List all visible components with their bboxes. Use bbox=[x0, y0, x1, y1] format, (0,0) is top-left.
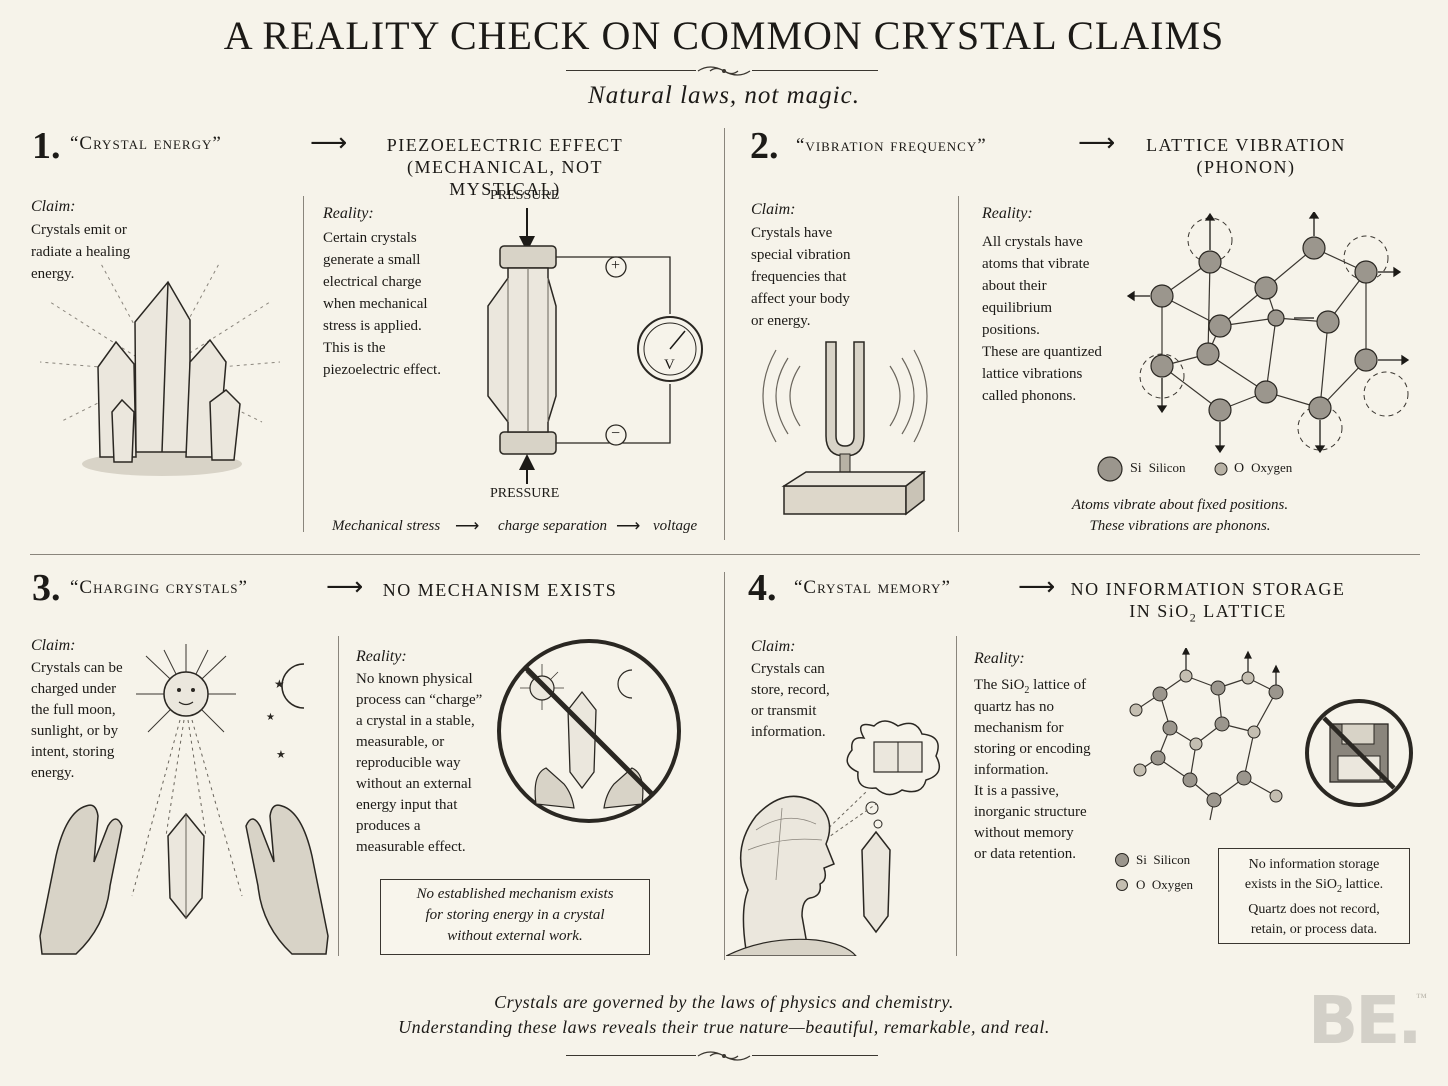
s1-arrow-icon: ⟶ bbox=[310, 128, 348, 158]
s2-inner-divider bbox=[958, 196, 959, 532]
s4-reality-title: NO INFORMATION STORAGE IN SiO2 LATTICE bbox=[1068, 578, 1348, 629]
s3-inner-divider bbox=[338, 636, 339, 956]
title-divider-left bbox=[566, 70, 696, 71]
s1-flow-voltage: voltage bbox=[653, 518, 698, 534]
brand-logo: BE. bbox=[1308, 982, 1422, 1059]
s1-inner-divider bbox=[303, 196, 304, 532]
s2-silicon-legend-icon bbox=[1097, 456, 1123, 482]
s2-claim-title: “vibration frequency” bbox=[796, 135, 987, 156]
s4-reality-label: Reality: bbox=[974, 650, 1025, 667]
lattice-vibration-diagram bbox=[1126, 212, 1410, 454]
sio2-lattice-diagram bbox=[1129, 648, 1284, 821]
svg-text:★: ★ bbox=[274, 677, 285, 691]
s4-claim-text: Crystals can store, record, or transmit … bbox=[751, 661, 830, 740]
s1-flow-stress: Mechanical stress bbox=[332, 518, 441, 534]
s1-pressure-bottom: PRESSURE bbox=[490, 486, 560, 501]
footer-divider-right bbox=[752, 1055, 878, 1056]
s3-reality-text: No known physical process can “charge” a… bbox=[356, 671, 483, 855]
footer-line-1: Crystals are governed by the laws of phy… bbox=[494, 992, 954, 1012]
s4-silicon-legend-icon bbox=[1115, 853, 1129, 867]
s1-reality-text: Certain crystals generate a small electr… bbox=[323, 230, 441, 378]
tuning-fork-icon bbox=[762, 341, 928, 516]
s1-plus-sign: + bbox=[611, 257, 621, 274]
brand-logo-tm: ™ bbox=[1416, 992, 1427, 1004]
s1-claim-text: Crystals emit or radiate a healing energ… bbox=[31, 222, 131, 282]
s2-claim-label: Claim: bbox=[751, 201, 796, 218]
s1-number: 1. bbox=[32, 125, 61, 167]
s3-number: 3. bbox=[32, 567, 61, 609]
s3-claim-title: “Charging crystals” bbox=[70, 577, 248, 598]
column-divider-bottom bbox=[724, 572, 725, 960]
s1-reality-label: Reality: bbox=[323, 205, 374, 222]
s1-claim-title: “Crystal energy” bbox=[70, 133, 222, 154]
s2-caption: Atoms vibrate about fixed positions. The… bbox=[1071, 497, 1289, 534]
s3-reality-title: NO MECHANISM EXISTS bbox=[382, 580, 618, 600]
s4-note-line-3: Quartz does not record, retain, or proce… bbox=[1248, 901, 1380, 937]
s1-flow-arrow-1: ⟶ bbox=[455, 516, 480, 535]
s2-reality-subtitle: (PHONON) bbox=[1196, 157, 1296, 177]
s4-legend-o: O Oxygen bbox=[1136, 877, 1194, 892]
footer-line-2: Understanding these laws reveals their t… bbox=[398, 1017, 1050, 1037]
footer-divider-left bbox=[566, 1055, 696, 1056]
page-subtitle: Natural laws, not magic. bbox=[588, 82, 860, 109]
title-divider-right bbox=[752, 70, 878, 71]
s2-arrow-icon: ⟶ bbox=[1078, 128, 1116, 158]
s4-claim-label: Claim: bbox=[751, 638, 796, 655]
s3-claim-text: Crystals can be charged under the full m… bbox=[31, 660, 123, 781]
column-divider-top bbox=[724, 128, 725, 540]
s4-note-line-1: No information storage bbox=[1248, 857, 1380, 872]
s1-reality-subtitle: (MECHANICAL, NOT MYSTICAL) bbox=[407, 157, 603, 199]
piezo-diagram bbox=[487, 208, 703, 484]
s1-flow-charge: charge separation bbox=[498, 518, 608, 534]
s2-claim-text: Crystals have special vibration frequenc… bbox=[751, 225, 851, 329]
s4-number: 4. bbox=[748, 567, 777, 609]
footer-ornament-icon bbox=[697, 1051, 751, 1061]
ornament-icon bbox=[697, 66, 751, 76]
s2-legend-si: Si Silicon bbox=[1130, 460, 1186, 476]
s1-pressure-top: PRESSURE bbox=[490, 188, 560, 203]
s1-reality-title: PIEZOELECTRIC EFFECT (MECHANICAL, NOT MY… bbox=[360, 134, 650, 200]
s3-claim-label: Claim: bbox=[31, 637, 76, 654]
s4-reality-text-rest: quartz has no mechanism for storing or e… bbox=[974, 699, 1091, 862]
s4-legend-si: Si Silicon bbox=[1136, 852, 1191, 867]
s2-reality-text: All crystals have atoms that vibrate abo… bbox=[982, 234, 1102, 404]
page-title: A REALITY CHECK ON COMMON CRYSTAL CLAIMS bbox=[223, 13, 1225, 58]
svg-text:★: ★ bbox=[276, 748, 286, 761]
s2-legend-o: O Oxygen bbox=[1234, 460, 1293, 476]
s2-oxygen-legend-icon bbox=[1214, 462, 1228, 476]
s4-arrow-icon: ⟶ bbox=[1018, 572, 1056, 602]
row-divider bbox=[30, 554, 1420, 555]
svg-text:★: ★ bbox=[266, 712, 275, 723]
s1-voltmeter-label: V bbox=[664, 357, 675, 373]
s1-minus-sign: − bbox=[611, 425, 621, 442]
s4-reality-subtitle: IN SiO2 LATTICE bbox=[1129, 601, 1287, 625]
s4-note-box: No information storage exists in the SiO… bbox=[1218, 848, 1410, 944]
s2-reality-title: LATTICE VIBRATION (PHONON) bbox=[1124, 134, 1368, 178]
s4-claim-title: “Crystal memory” bbox=[794, 577, 951, 598]
s4-reality-text-first: The SiO2 lattice of bbox=[974, 677, 1087, 696]
prohibited-charging-icon bbox=[497, 639, 681, 823]
s1-flow-arrow-2: ⟶ bbox=[616, 516, 641, 535]
s4-note-line-2: exists in the SiO2 lattice. bbox=[1244, 877, 1384, 895]
sun-moon-hands-illustration: ★ ★ ★ bbox=[39, 644, 329, 955]
s2-number: 2. bbox=[750, 125, 779, 167]
s3-reality-label: Reality: bbox=[356, 648, 407, 665]
prohibited-floppy-disk-icon bbox=[1305, 699, 1413, 807]
head-memory-illustration bbox=[726, 720, 941, 956]
s4-inner-divider bbox=[956, 636, 957, 956]
s4-oxygen-legend-icon bbox=[1116, 879, 1128, 891]
s1-claim-label: Claim: bbox=[31, 198, 76, 215]
s3-arrow-icon: ⟶ bbox=[326, 572, 364, 602]
footer-text: Crystals are governed by the laws of phy… bbox=[0, 990, 1448, 1040]
s3-note-box: No established mechanism exists for stor… bbox=[380, 879, 650, 955]
crystal-cluster-icon bbox=[40, 262, 280, 476]
s2-reality-label: Reality: bbox=[982, 205, 1033, 222]
